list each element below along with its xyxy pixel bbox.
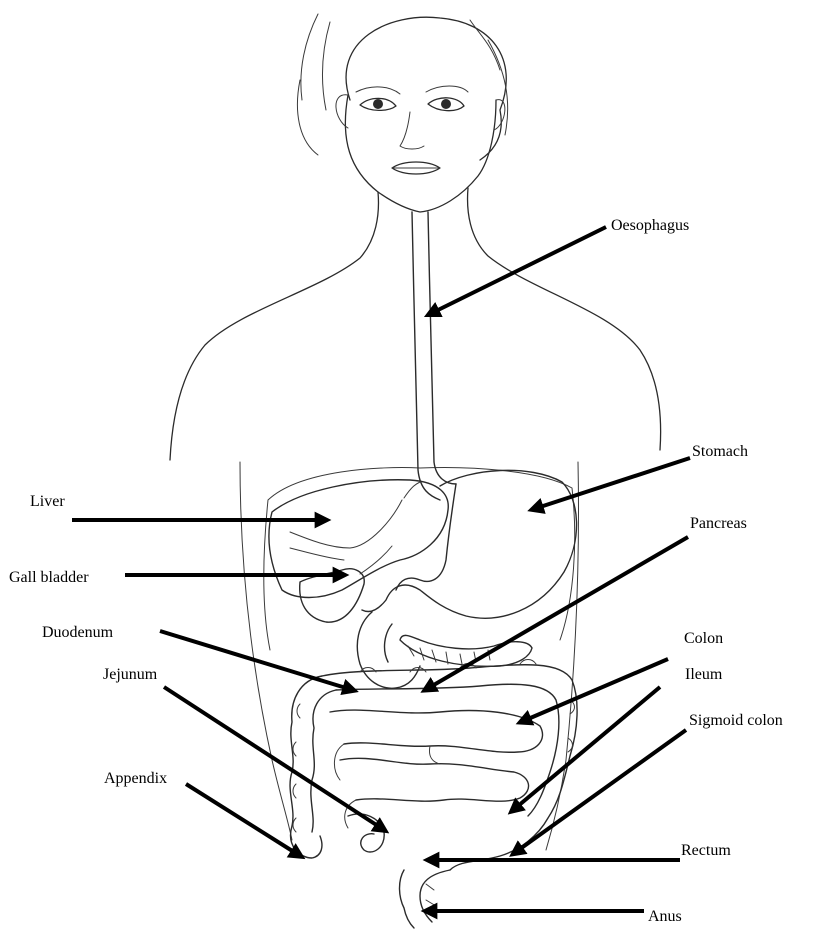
pointer-arrows <box>72 227 690 911</box>
head-outline <box>297 14 507 212</box>
anus-label: Anus <box>648 909 682 925</box>
pancreas-arrow <box>432 537 688 686</box>
appendix-arrow <box>186 784 294 852</box>
ileum-arrow <box>518 687 660 806</box>
sigmoid-colon-arrow <box>520 730 686 849</box>
pancreas-label: Pancreas <box>690 516 747 532</box>
duodenum-label: Duodenum <box>42 625 113 641</box>
oesophagus-label: Oesophagus <box>611 218 689 234</box>
rectum-outline <box>400 870 451 928</box>
appendix-label: Appendix <box>104 771 167 787</box>
gall-bladder-outline <box>300 546 392 622</box>
oesophagus-arrow <box>436 227 606 311</box>
sigmoid-colon-label: Sigmoid colon <box>689 713 783 729</box>
colon-label: Colon <box>684 631 723 647</box>
rectum-label: Rectum <box>681 843 731 859</box>
ileum-label: Ileum <box>685 667 722 683</box>
stomach-label: Stomach <box>692 444 748 460</box>
jejunum-arrow <box>164 687 378 826</box>
stomach-outline <box>362 470 577 618</box>
duodenum-arrow <box>160 631 346 688</box>
colon-arrow <box>528 659 668 719</box>
small-intestine-outline <box>330 710 543 852</box>
jejunum-label: Jejunum <box>103 667 157 683</box>
gall-bladder-label: Gall bladder <box>9 570 89 586</box>
liver-label: Liver <box>30 494 65 510</box>
oesophagus-tube <box>412 212 456 500</box>
